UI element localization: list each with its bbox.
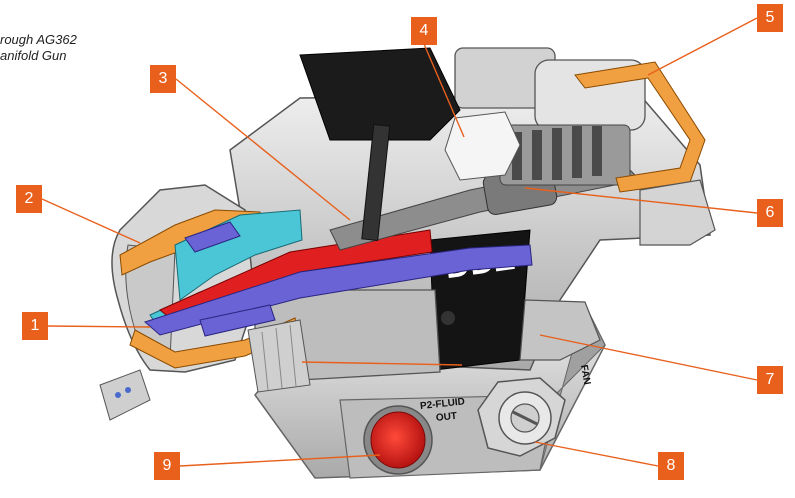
fan-label: FAN	[578, 364, 592, 386]
blue-needle	[144, 221, 533, 337]
callout-8: 8	[658, 452, 684, 480]
callout-9: 9	[154, 452, 180, 480]
leader-line-4	[423, 43, 465, 138]
callout-7: 7	[757, 366, 783, 394]
callout-2: 2	[16, 185, 42, 213]
leader-line-9	[179, 454, 381, 467]
leader-line-7	[539, 334, 758, 381]
fluid-out-port	[363, 405, 433, 475]
leader-line-6	[524, 187, 758, 214]
leader-lines	[41, 17, 758, 467]
leader-line-8	[534, 441, 659, 467]
callout-6: 6	[757, 199, 783, 227]
leader-line-1	[47, 325, 151, 328]
callout-1: 1	[22, 312, 48, 340]
figure-caption: rough AG362 anifold Gun	[0, 32, 77, 64]
caption-line-2: anifold Gun	[0, 48, 67, 63]
fan-knob	[477, 377, 566, 457]
callout-3: 3	[150, 65, 176, 93]
leader-line-3	[175, 78, 351, 221]
callout-4: 4	[411, 17, 437, 45]
callout-5: 5	[757, 4, 783, 32]
trigger-stem	[361, 123, 391, 242]
rear-spring-assembly	[499, 124, 631, 186]
leader-line-2	[41, 198, 141, 244]
caption-line-1: rough AG362	[0, 32, 77, 47]
out-label: OUT	[435, 411, 457, 424]
white-chamber	[444, 111, 521, 181]
leader-line-housing	[301, 361, 463, 366]
leader-line-5	[647, 17, 758, 76]
orange-rear-cap	[574, 61, 716, 246]
front-knurled-band	[247, 319, 311, 393]
p2-fluid-label: P2-FLUID	[419, 396, 465, 412]
